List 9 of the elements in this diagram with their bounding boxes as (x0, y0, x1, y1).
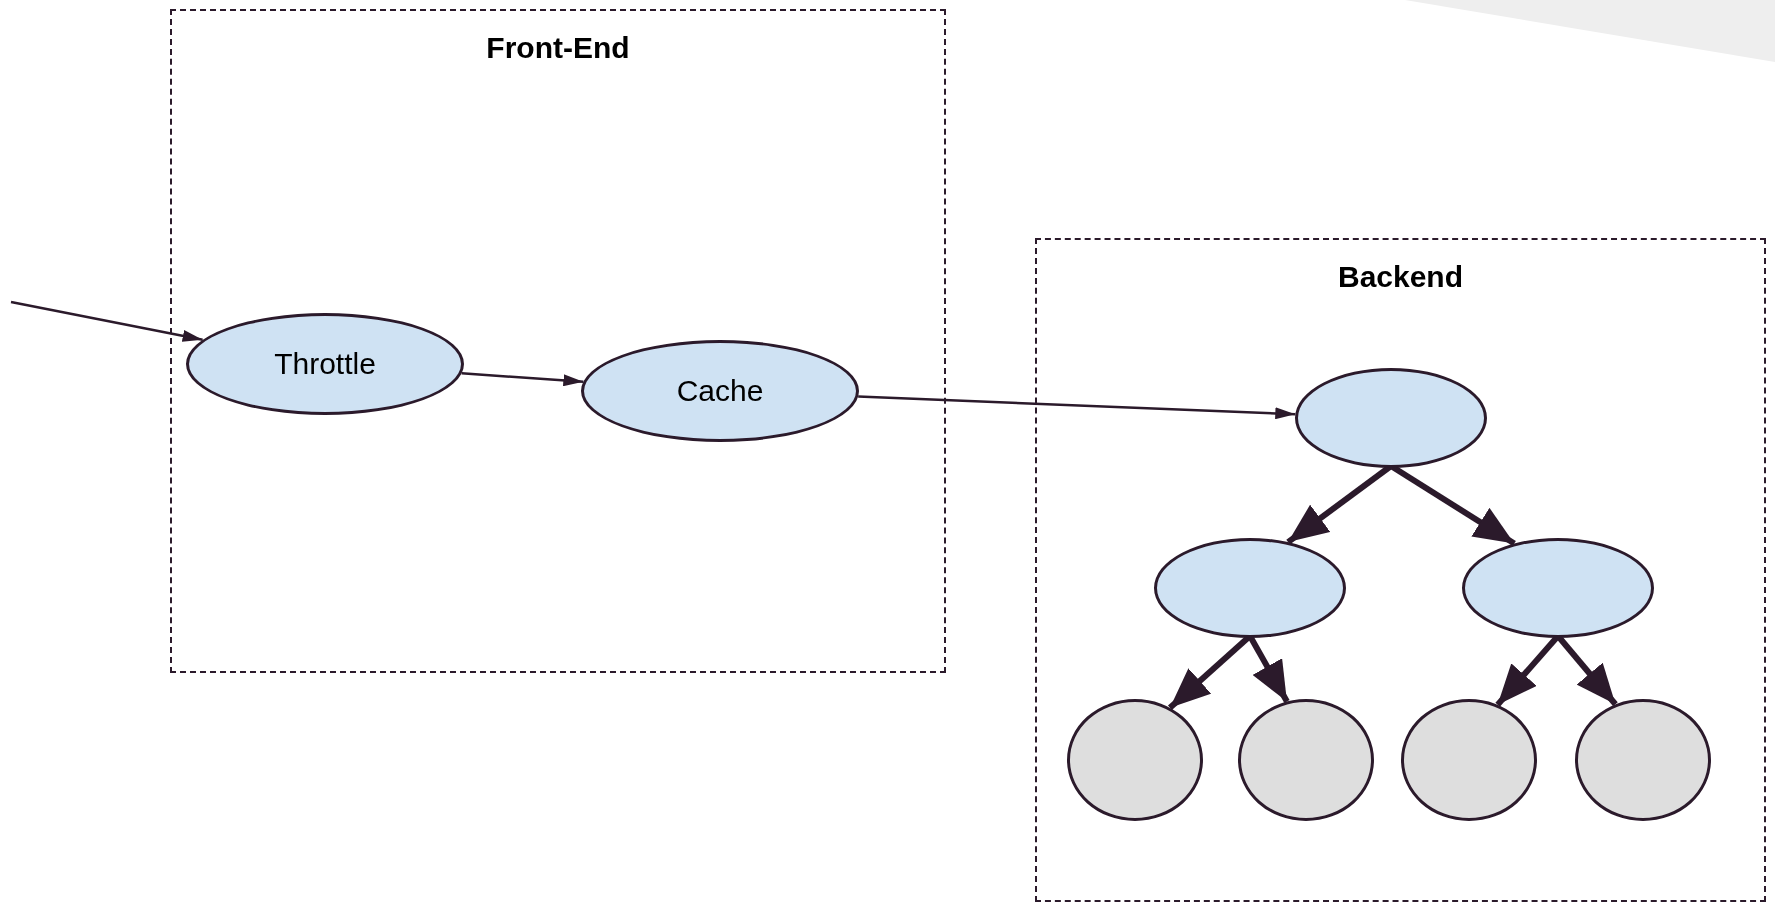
arrow (10, 300, 203, 342)
arrow (858, 395, 1296, 420)
arrow (461, 372, 584, 387)
group-title: Backend (1337, 260, 1464, 293)
node-label: Throttle (274, 347, 376, 381)
group-container (170, 9, 946, 673)
node-label: Cache (676, 374, 764, 408)
group-container (1035, 238, 1766, 902)
group-title: Front-End (486, 31, 630, 64)
